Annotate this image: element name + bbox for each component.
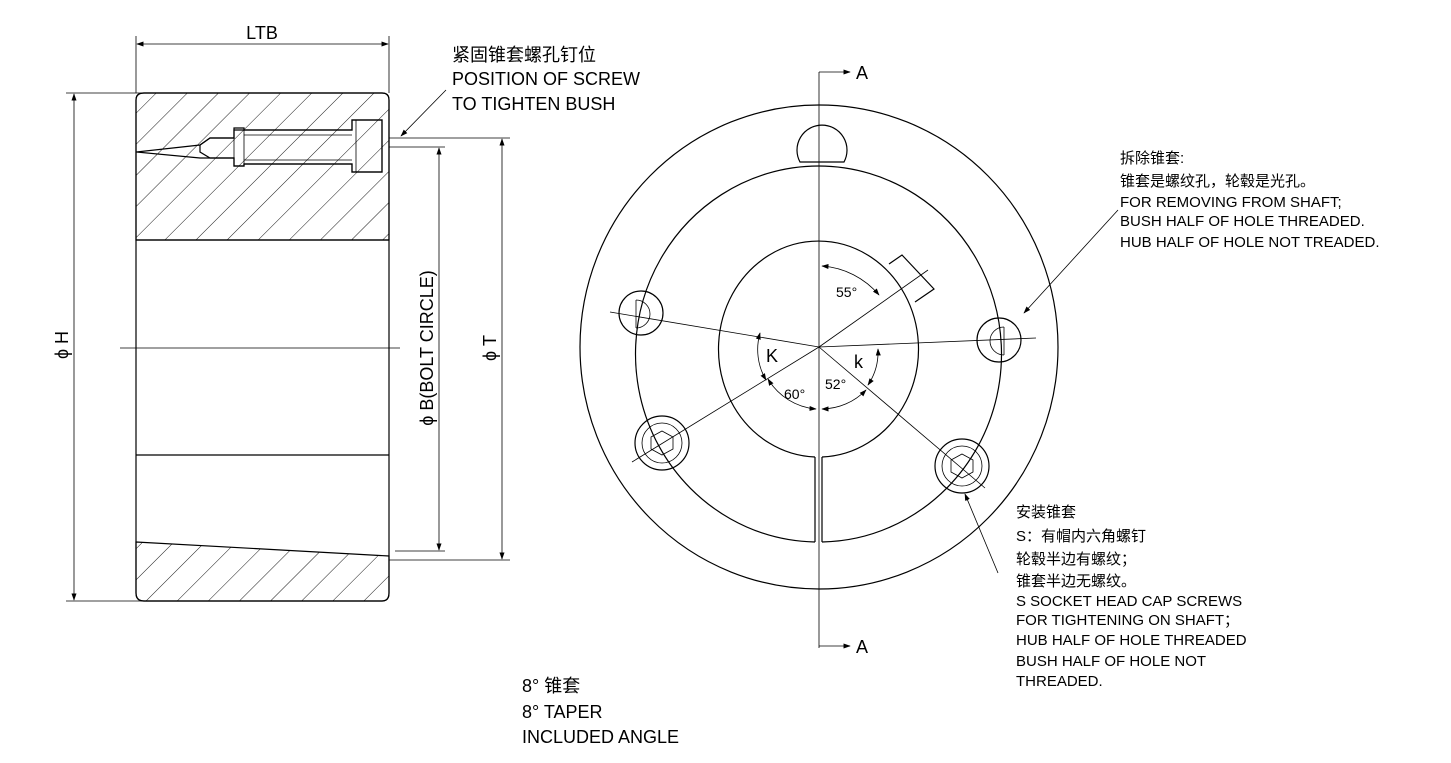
install-note-en-2: FOR TIGHTENING ON SHAFT； [1016,612,1239,629]
taper-note-line-3: INCLUDED ANGLE [522,727,679,747]
section-top-label: A [856,63,868,83]
screw-note-en-2: TO TIGHTEN BUSH [452,94,615,114]
install-note-cn-3: 轮毂半边有螺纹； [1016,551,1136,568]
removing-note-cn-1: 拆除锥套: [1120,150,1184,167]
left-removal-hole [618,290,664,336]
install-note-en-3: HUB HALF OF HOLE THREADED [1016,632,1247,649]
angle-55-label: 55° [836,284,857,300]
top-hole [796,124,848,163]
angle-52-label: 52° [825,376,846,392]
front-view: A A 55° K k 60° 52° 拆除锥套: 锥套是螺纹孔，轮毂是光孔。 … [579,63,1380,690]
screw-note-cn: 紧固锥套螺孔钉位 [452,45,596,65]
K-label: K [766,346,778,366]
removing-note-cn-2: 锥套是螺纹孔，轮毂是光孔。 [1120,173,1315,190]
taper-note-line-2: 8° TAPER [522,702,603,722]
install-note-en-4: BUSH HALF OF HOLE NOT [1016,653,1206,670]
removing-note-en-3: HUB HALF OF HOLE NOT TREADED. [1120,234,1380,251]
bore-circle [717,240,920,458]
angle-60-label: 60° [784,386,805,402]
taper-note-line-1: 8° 锥套 [522,676,580,696]
left-socket-screw [634,415,690,471]
install-note-cn-2: S：有帽内六角螺钉 [1016,528,1146,545]
removing-note-en-2: BUSH HALF OF HOLE THREADED. [1120,213,1365,230]
install-note-cn-1: 安装锥套 [1016,504,1076,521]
removing-note-en-1: FOR REMOVING FROM SHAFT; [1120,194,1342,211]
t-label: ϕ T [480,335,500,361]
screw-note-en-1: POSITION OF SCREW [452,69,640,89]
upper-hatched-section [135,92,390,241]
right-removal-hole [976,317,1022,363]
b-label: ϕ B(BOLT CIRCLE) [417,270,437,425]
install-note-cn-4: 锥套半边无螺纹。 [1016,573,1136,590]
h-label: ϕ H [52,331,72,359]
k-label: k [854,352,864,372]
ltb-label: LTB [246,23,278,43]
install-note-en-1: S SOCKET HEAD CAP SCREWS [1016,593,1242,610]
bush-flange [634,165,1003,543]
taper-note: 8° 锥套 8° TAPER INCLUDED ANGLE [522,676,679,747]
lower-hatched-section [135,541,390,602]
keyway [888,254,935,303]
section-bottom-label: A [856,637,868,657]
side-section-view: LTB ϕ H ϕ B(BOLT CIRCLE) ϕ T 紧固锥套螺孔钉位 PO… [52,23,640,602]
right-socket-screw [934,438,990,494]
install-note-en-5: THREADED. [1016,673,1103,690]
